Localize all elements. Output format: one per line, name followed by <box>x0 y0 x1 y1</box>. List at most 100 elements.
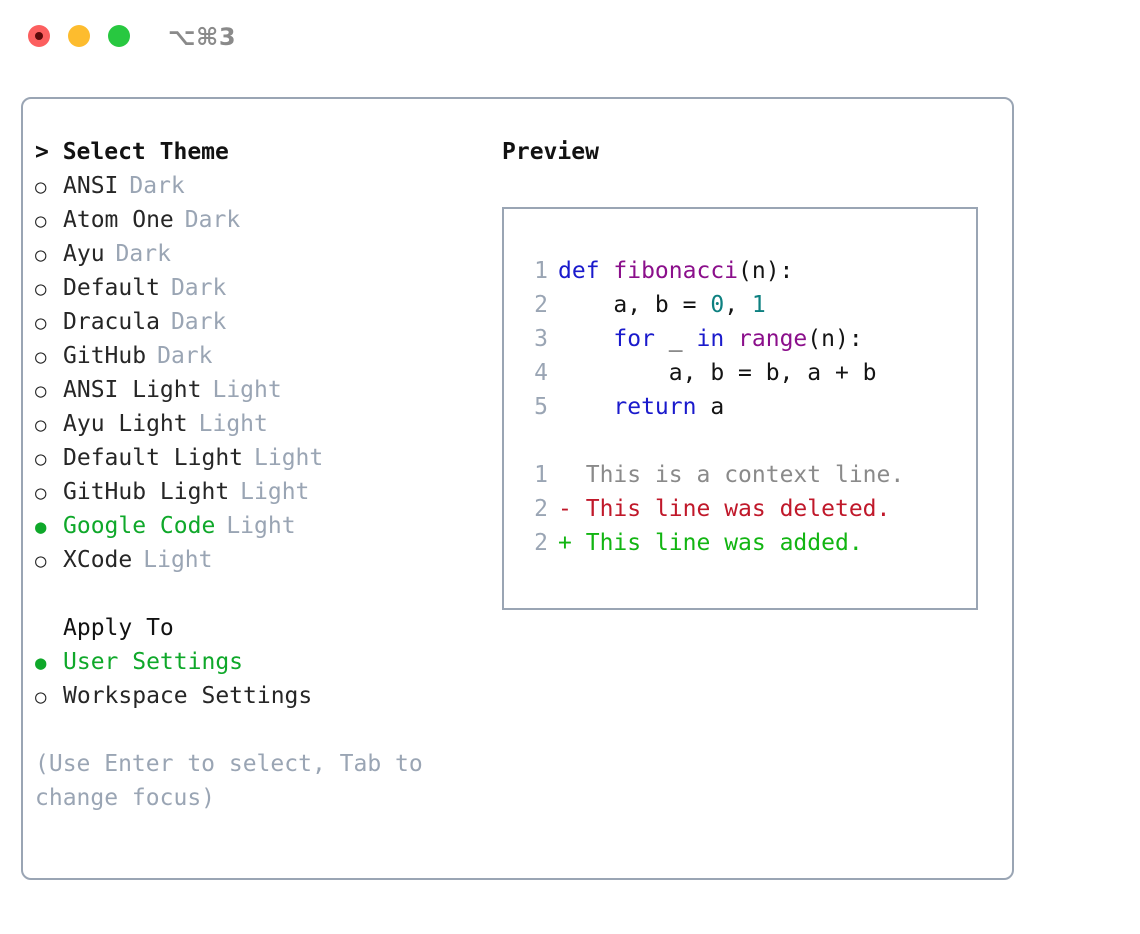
apply-to-list[interactable]: ● User Settings ○ Workspace Settings <box>35 645 475 713</box>
select-theme-heading: > Select Theme <box>35 139 229 165</box>
theme-variant-badge: Dark <box>170 275 227 301</box>
title-bar: ⌥⌘3 <box>0 0 1140 78</box>
code-line: 4 a, b = b, a + b <box>504 356 976 390</box>
theme-option-default-light[interactable]: ○ Default Light Light <box>35 441 475 475</box>
code-line-text: def fibonacci(n): <box>558 254 793 288</box>
diff-line-text: - This line was deleted. <box>558 492 890 526</box>
diff-line: 2+ This line was added. <box>504 526 976 560</box>
theme-option-label: Google Code <box>63 513 216 539</box>
theme-option-label: GitHub Light <box>63 479 230 505</box>
theme-option-label: Default Light <box>63 445 244 471</box>
minimize-window-button[interactable] <box>68 25 90 47</box>
code-line-text: return a <box>558 390 724 424</box>
diff-line-text: This is a context line. <box>558 458 905 492</box>
theme-option-label: ANSI Light <box>63 377 202 403</box>
theme-option-label: Default <box>63 275 160 301</box>
code-line-number: 3 <box>534 326 548 352</box>
code-token-fn: range <box>738 326 808 352</box>
code-line-number: 2 <box>534 292 548 318</box>
diff-marker <box>558 462 572 488</box>
radio-selected-icon[interactable]: ● <box>35 516 47 538</box>
theme-variant-badge: Light <box>143 547 213 573</box>
theme-variant-badge: Light <box>198 411 268 437</box>
diff-line-number: 1 <box>534 462 548 488</box>
code-token-kw: for <box>613 326 655 352</box>
radio-unselected-icon[interactable]: ○ <box>35 414 47 436</box>
radio-unselected-icon[interactable]: ○ <box>35 244 47 266</box>
close-window-button[interactable] <box>28 25 50 47</box>
radio-selected-icon[interactable]: ● <box>35 652 47 674</box>
apply-to-option-label: User Settings <box>63 649 244 675</box>
code-line-text: for _ in range(n): <box>558 322 862 356</box>
code-token-plain <box>724 326 738 352</box>
radio-unselected-icon[interactable]: ○ <box>35 550 47 572</box>
radio-unselected-icon[interactable]: ○ <box>35 448 47 470</box>
diff-marker: + <box>558 530 572 556</box>
theme-option-github[interactable]: ○ GitHub Dark <box>35 339 475 373</box>
code-token-plain <box>558 394 613 420</box>
theme-option-default[interactable]: ○ Default Dark <box>35 271 475 305</box>
radio-unselected-icon[interactable]: ○ <box>35 346 47 368</box>
code-token-plain: _ <box>654 326 697 352</box>
code-token-kw: return <box>613 394 697 420</box>
apply-to-option-label: Workspace Settings <box>63 683 313 709</box>
apply-to-option-user-settings[interactable]: ● User Settings <box>35 645 475 679</box>
radio-unselected-icon[interactable]: ○ <box>35 482 47 504</box>
diff-marker-gap <box>572 496 586 522</box>
keyboard-hint-text: (Use Enter to select, Tab to change focu… <box>35 751 423 811</box>
code-line: 1 def fibonacci(n): <box>504 254 976 288</box>
code-line-text: a, b = b, a + b <box>558 356 877 390</box>
theme-variant-badge: Light <box>254 445 324 471</box>
theme-option-label: Ayu <box>63 241 105 267</box>
diff-line: 1 This is a context line. <box>504 458 976 492</box>
radio-unselected-icon[interactable]: ○ <box>35 312 47 334</box>
radio-unselected-icon[interactable]: ○ <box>35 686 47 708</box>
radio-unselected-icon[interactable]: ○ <box>35 380 47 402</box>
code-token-kw: in <box>696 326 725 352</box>
code-line: 2 a, b = 0, 1 <box>504 288 976 322</box>
theme-option-github-light[interactable]: ○ GitHub Light Light <box>35 475 475 509</box>
code-token-plain: , <box>724 292 752 318</box>
code-line-number: 5 <box>534 394 548 420</box>
theme-variant-badge: Light <box>226 513 296 539</box>
theme-option-xcode[interactable]: ○ XCode Light <box>35 543 475 577</box>
theme-option-google-code[interactable]: ● Google Code Light <box>35 509 475 543</box>
code-line-text: a, b = 0, 1 <box>558 288 766 322</box>
diff-preview: 1 This is a context line.2- This line wa… <box>504 458 976 560</box>
code-token-plain: a, b = <box>558 292 711 318</box>
radio-unselected-icon[interactable]: ○ <box>35 176 47 198</box>
diff-content: This line was deleted. <box>585 496 891 522</box>
code-token-kw: def <box>558 258 614 284</box>
maximize-window-button[interactable] <box>108 25 130 47</box>
code-token-num: 1 <box>751 292 766 318</box>
diff-line-text: + This line was added. <box>558 526 863 560</box>
code-token-plain <box>558 326 613 352</box>
theme-option-label: XCode <box>63 547 133 573</box>
code-token-fn: fibonacci <box>613 258 739 284</box>
diff-content: This line was added. <box>585 530 863 556</box>
theme-variant-badge: Dark <box>170 309 227 335</box>
list-spacer <box>35 577 475 611</box>
diff-line: 2- This line was deleted. <box>504 492 976 526</box>
apply-to-option-workspace-settings[interactable]: ○ Workspace Settings <box>35 679 475 713</box>
preview-spacer <box>504 424 976 458</box>
code-line-number: 1 <box>534 258 548 284</box>
preview-heading: Preview <box>502 139 599 165</box>
theme-variant-badge: Light <box>240 479 310 505</box>
theme-variant-badge: Dark <box>157 343 213 369</box>
radio-unselected-icon[interactable]: ○ <box>35 210 47 232</box>
radio-unselected-icon[interactable]: ○ <box>35 278 47 300</box>
theme-option-label: GitHub <box>63 343 147 369</box>
diff-content: This is a context line. <box>585 462 905 488</box>
